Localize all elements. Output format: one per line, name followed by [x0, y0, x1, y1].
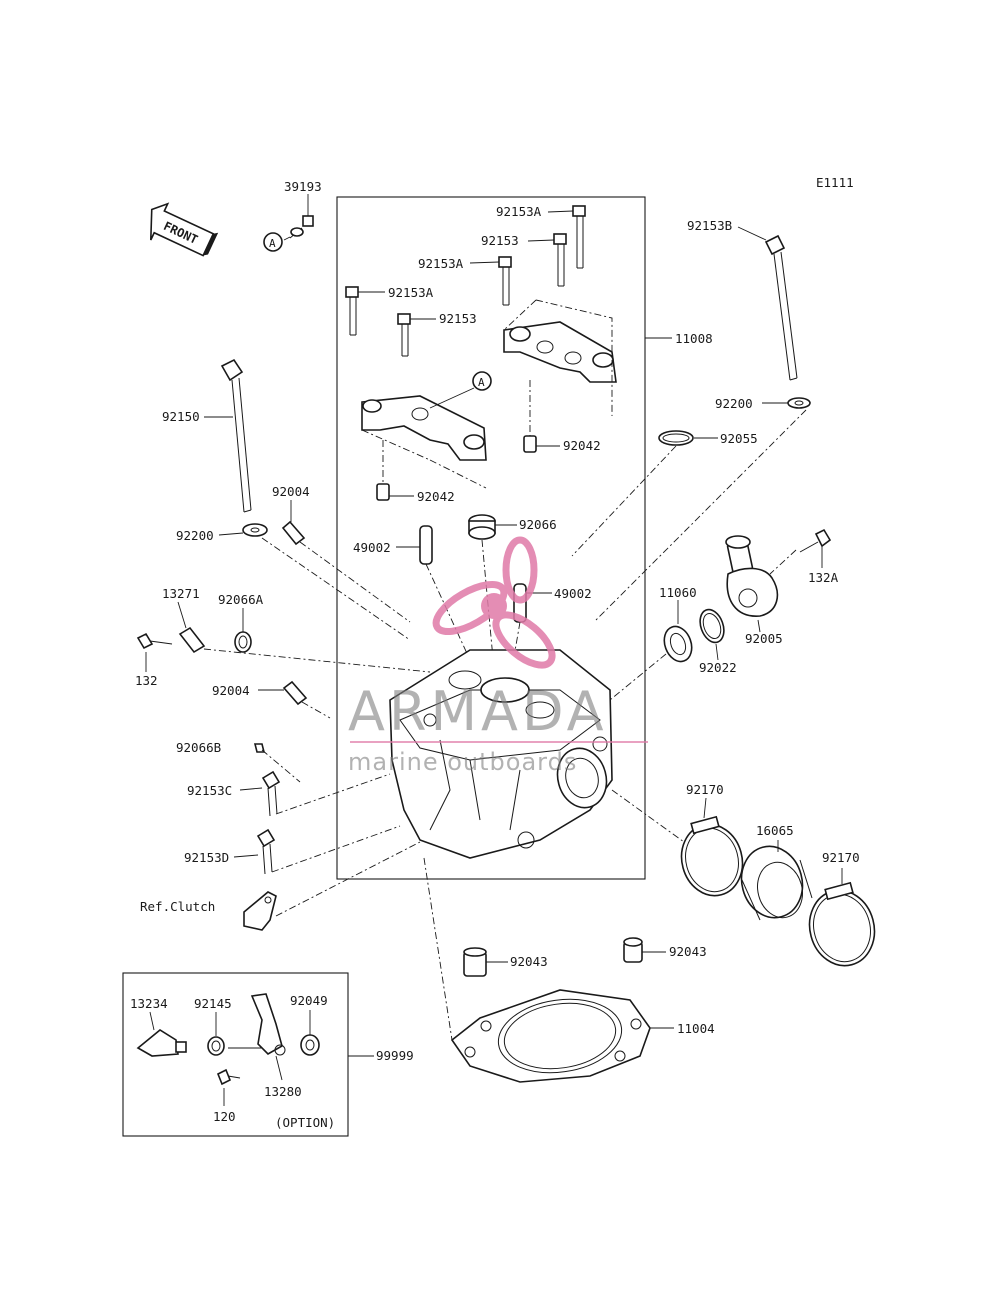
- bolt-92153-top: [527, 233, 567, 287]
- label-92066A: 92066A: [218, 592, 264, 607]
- clamp-92170-2: [808, 868, 876, 967]
- bolt-92153-left: [397, 313, 436, 357]
- label-92153-2: 92153: [439, 311, 477, 326]
- gasket-11004: [423, 857, 674, 1083]
- bolt-92153A-top: [547, 205, 586, 269]
- seal-92049: [300, 1010, 320, 1056]
- valve-guide-49002-left: [396, 525, 471, 661]
- label-92153A-1: 92153A: [496, 204, 542, 219]
- washer-92200-right: [595, 397, 811, 621]
- ref-clutch-bracket: [243, 841, 421, 931]
- stud-92004-upper: [281, 500, 411, 623]
- washer-92200-left: [218, 523, 411, 641]
- option-frame-99999: [122, 972, 349, 1137]
- spring-92145: [207, 1012, 225, 1056]
- dowel-92043-left: [463, 947, 508, 977]
- label-13271: 13271: [162, 586, 200, 601]
- shaft-13271: [177, 601, 431, 673]
- part-39193: A: [263, 194, 314, 252]
- label-39193: 39193: [284, 179, 322, 194]
- front-arrow-icon: FRONT: [149, 202, 219, 257]
- seal-92066A: [234, 608, 252, 653]
- bolt-92153B: [737, 226, 798, 381]
- label-92049: 92049: [290, 993, 328, 1008]
- watermark: ARMADA marine outboards: [348, 536, 648, 776]
- label-92153A-2: 92153A: [418, 256, 464, 271]
- bolt-132: [136, 632, 173, 672]
- label-92004-2: 92004: [212, 683, 250, 698]
- lever-13280: [228, 993, 286, 1081]
- label-92170-2: 92170: [822, 850, 860, 865]
- label-92004-1: 92004: [272, 484, 310, 499]
- label-92066B: 92066B: [176, 740, 221, 755]
- label-92022: 92022: [699, 660, 737, 675]
- label-92043-1: 92043: [510, 954, 548, 969]
- holder-16065: [740, 840, 813, 921]
- label-92153D: 92153D: [184, 850, 229, 865]
- label-16065: 16065: [756, 823, 794, 838]
- label-92042-2: 92042: [417, 489, 455, 504]
- label-92150: 92150: [162, 409, 200, 424]
- svg-text:A: A: [478, 376, 485, 389]
- dowel-92042-right: [523, 380, 560, 453]
- camshaft-cap-right: [503, 299, 617, 416]
- label-11008: 11008: [675, 331, 713, 346]
- assembly-frame-11008: [336, 196, 646, 880]
- cylinder-head: [389, 649, 685, 859]
- label-92200-2: 92200: [176, 528, 214, 543]
- seal-11060: [609, 600, 693, 701]
- label-92043-2: 92043: [669, 944, 707, 959]
- label-92153C: 92153C: [187, 783, 232, 798]
- plug-92066B: [253, 743, 301, 783]
- bolt-120: [216, 1068, 241, 1106]
- watermark-brand: ARMADA: [348, 680, 608, 743]
- ref-marker-a-icon: [263, 232, 283, 252]
- ref-clutch-label: Ref.Clutch: [140, 899, 215, 914]
- water-fitting-92005: [725, 535, 779, 633]
- ref-marker-a-icon: [472, 371, 492, 391]
- label-99999: 99999: [376, 1048, 414, 1063]
- label-49002-2: 49002: [554, 586, 592, 601]
- dowel-92043-right: [623, 937, 666, 963]
- label-92145: 92145: [194, 996, 232, 1011]
- label-92055: 92055: [720, 431, 758, 446]
- oring-92022: [699, 608, 725, 661]
- plug-92066: [468, 514, 517, 681]
- label-92005: 92005: [745, 631, 783, 646]
- label-92153A-3: 92153A: [388, 285, 434, 300]
- bolt-92153C: [239, 770, 391, 817]
- watermark-tagline: marine outboards: [348, 748, 577, 776]
- shaft-13234: [136, 1011, 187, 1057]
- label-92200-1: 92200: [715, 396, 753, 411]
- bolt-92153A-mid: [469, 256, 512, 306]
- label-120: 120: [213, 1109, 236, 1124]
- oring-92055: [571, 430, 718, 557]
- propeller-logo-icon: [432, 536, 556, 669]
- dowel-92042-left: [376, 440, 414, 501]
- label-11004: 11004: [677, 1021, 715, 1036]
- option-note: (OPTION): [275, 1115, 335, 1130]
- label-92042-1: 92042: [563, 438, 601, 453]
- label-49002-1: 49002: [353, 540, 391, 555]
- clamp-92170-1: [680, 797, 744, 897]
- label-13234: 13234: [130, 996, 168, 1011]
- camshaft-cap-left: A: [361, 371, 492, 489]
- bolt-92153A-left: [345, 286, 385, 336]
- label-11060: 11060: [659, 585, 697, 600]
- label-92153-1: 92153: [481, 233, 519, 248]
- label-13280: 13280: [264, 1084, 302, 1099]
- label-92066: 92066: [519, 517, 557, 532]
- stud-92004-lower: [258, 680, 331, 719]
- label-132A: 132A: [808, 570, 839, 585]
- bolt-92153D: [233, 825, 401, 875]
- label-92170-1: 92170: [686, 782, 724, 797]
- bolt-92150: [204, 358, 252, 513]
- label-132: 132: [135, 673, 158, 688]
- svg-text:A: A: [269, 237, 276, 250]
- bolt-132A: [769, 528, 832, 575]
- label-92153B: 92153B: [687, 218, 732, 233]
- diagram-code: E1111: [816, 175, 854, 190]
